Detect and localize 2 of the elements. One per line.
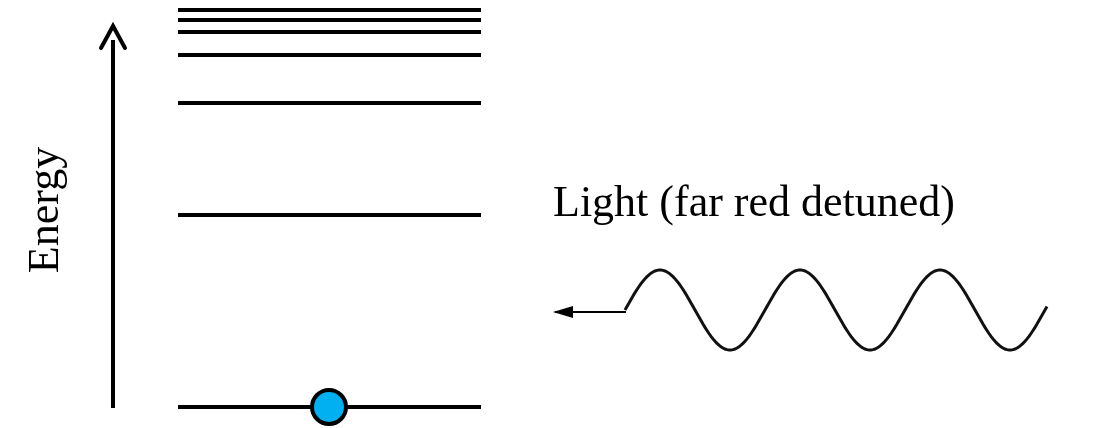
axis-label: Energy <box>22 146 66 274</box>
light-label: Light (far red detuned) <box>553 180 955 224</box>
